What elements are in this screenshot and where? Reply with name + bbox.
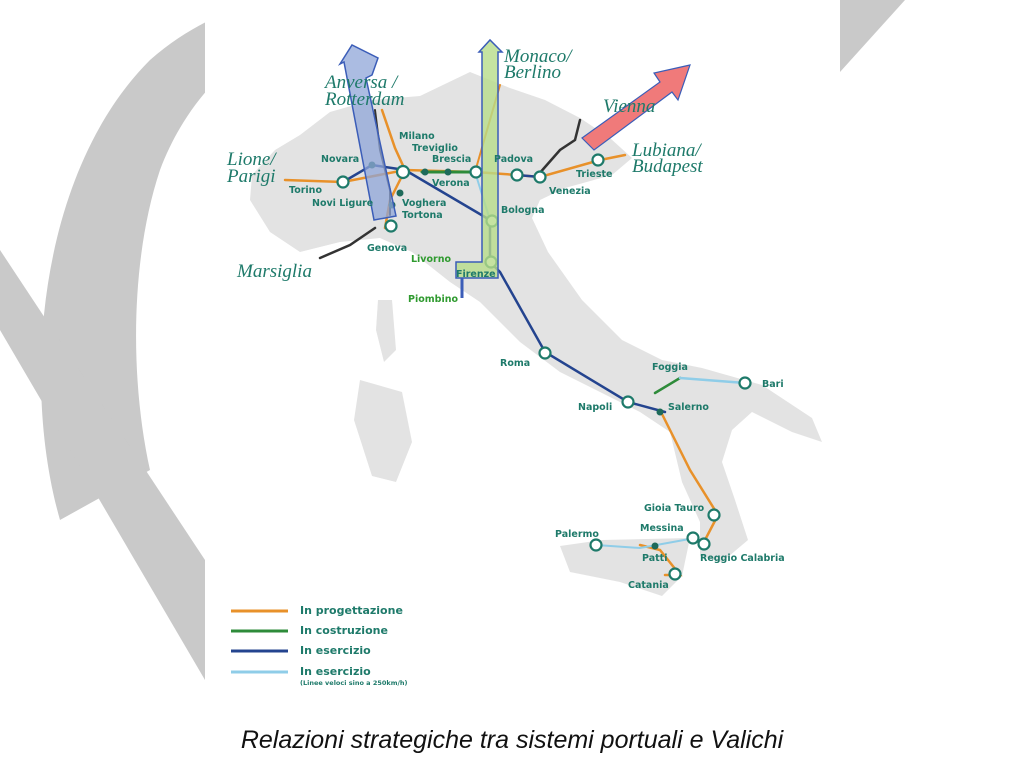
city-palermo: Palermo <box>555 529 599 540</box>
dest-monaco-2: Berlino <box>504 62 561 83</box>
city-brescia: Brescia <box>432 154 471 165</box>
city-milano: Milano <box>399 131 435 142</box>
city-messina: Messina <box>640 523 684 534</box>
slide-caption: Relazioni strategiche tra sistemi portua… <box>240 726 784 754</box>
legend-label-esercizio: In esercizio <box>300 644 371 657</box>
dest-lione-1: Lione/ <box>226 149 277 170</box>
stations <box>336 153 752 581</box>
city-genova: Genova <box>367 243 407 254</box>
city-torino: Torino <box>289 185 322 196</box>
dest-anversa-2: Rotterdam <box>324 89 405 110</box>
city-catania: Catania <box>628 580 669 591</box>
city-piombino: Piombino <box>408 294 458 305</box>
city-salerno: Salerno <box>668 402 709 413</box>
city-trieste: Trieste <box>576 169 612 180</box>
legend-label-esercizio-av: In esercizio <box>300 665 371 678</box>
city-patti: Patti <box>642 553 667 564</box>
city-napoli: Napoli <box>578 402 612 413</box>
dest-monaco-1: Monaco/ <box>503 46 573 67</box>
arrow-vienna <box>581 64 691 151</box>
city-verona: Verona <box>432 178 470 189</box>
city-foggia: Foggia <box>652 362 688 373</box>
city-novi-ligure: Novi Ligure <box>312 198 373 209</box>
watermark-logo <box>0 0 905 680</box>
arrow-anversa <box>337 44 397 221</box>
city-bari: Bari <box>762 379 784 390</box>
legend: In progettazione In costruzione In eserc… <box>231 604 407 687</box>
legend-label-progettazione: In progettazione <box>300 604 403 617</box>
city-treviglio: Treviglio <box>412 143 458 154</box>
legend-label-costruzione: In costruzione <box>300 624 388 637</box>
city-venezia: Venezia <box>549 186 591 197</box>
city-novara: Novara <box>321 154 359 165</box>
line-vienna <box>536 118 582 177</box>
city-voghera: Voghera <box>402 198 446 209</box>
dest-marsiglia: Marsiglia <box>236 261 312 282</box>
line-marsiglia <box>318 226 377 260</box>
dest-lubiana-1: Lubiana/ <box>631 140 702 161</box>
city-roma: Roma <box>500 358 530 369</box>
city-gioia-tauro: Gioia Tauro <box>644 503 705 514</box>
arrow-monaco <box>455 38 504 298</box>
dest-lubiana-2: Budapest <box>632 156 703 177</box>
city-livorno: Livorno <box>411 254 451 265</box>
city-padova: Padova <box>494 154 533 165</box>
dest-anversa-1: Anversa / <box>323 72 399 93</box>
dest-lione-2: Parigi <box>226 166 276 187</box>
line-salerno-reggio <box>658 408 720 542</box>
city-reggio-calabria: Reggio Calabria <box>700 553 785 564</box>
legend-note-esercizio-av: (Linee veloci sino a 250km/h) <box>300 679 407 687</box>
city-firenze: Firenze <box>456 269 496 280</box>
city-bologna: Bologna <box>501 205 545 216</box>
city-tortona: Tortona <box>402 210 443 221</box>
dest-vienna: Vienna <box>603 96 655 117</box>
